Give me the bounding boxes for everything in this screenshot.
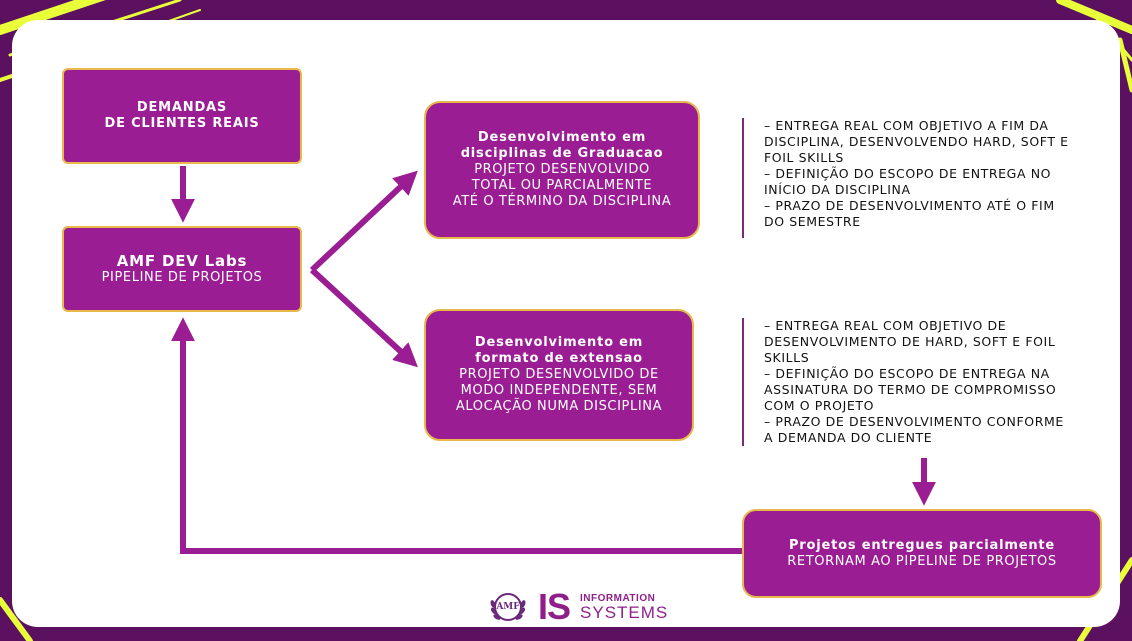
extensao-title-line2: formato de extensao [475, 351, 643, 367]
arrow-amf-to-extensao [309, 267, 418, 368]
note-line: – DEFINIÇÃO DO ESCOPO DE ENTREGA NO [764, 166, 1052, 181]
notes-divider [742, 318, 744, 446]
box-amf-dev-labs: AMF DEV Labs PIPELINE DE PROJETOS [62, 226, 302, 312]
logo-info-systems: INFORMATION SYSTEMS [580, 592, 669, 622]
logo-info-line2: SYSTEMS [580, 602, 669, 622]
amf-is-logo: AMF IS INFORMATION SYSTEMS [488, 587, 688, 627]
notes-divider [742, 118, 744, 238]
note-line: – ENTREGA REAL COM OBJETIVO DE [764, 318, 1007, 333]
demandas-title-line1: DEMANDAS [136, 100, 228, 116]
emblem-text: AMF [496, 602, 520, 612]
note-line: – ENTREGA REAL COM OBJETIVO A FIM DA [764, 118, 1049, 133]
graduacao-sub-line3: ATÉ O TÉRMINO DA DISCIPLINA [452, 193, 672, 209]
extensao-title-line1: Desenvolvimento em [474, 335, 644, 351]
notes-graduacao: – ENTREGA REAL COM OBJETIVO A FIM DA DIS… [742, 118, 1102, 238]
note-line: ASSINATURA DO TERMO DE COMPROMISSO [764, 382, 1057, 397]
notes-extensao: – ENTREGA REAL COM OBJETIVO DE DESENVOLV… [742, 318, 1102, 446]
note-line: DO SEMESTRE [764, 214, 861, 229]
note-line: – PRAZO DE DESENVOLVIMENTO CONFORME [764, 414, 1064, 429]
graduacao-sub-line2: TOTAL OU PARCIALMENTE [471, 177, 653, 193]
note-line: FOIL SKILLS [764, 150, 844, 165]
note-line: SKILLS [764, 350, 810, 365]
note-line: – DEFINIÇÃO DO ESCOPO DE ENTREGA NA [764, 366, 1050, 381]
graduacao-sub-line1: PROJETO DESENVOLVIDO [474, 162, 650, 178]
logo-info-line1: INFORMATION [580, 592, 656, 604]
extensao-sub-line1: PROJETO DESENVOLVIDO DE [459, 367, 659, 383]
note-line: DESENVOLVIMENTO DE HARD, SOFT E FOIL [764, 334, 1056, 349]
extensao-sub-line2: MODO INDEPENDENTE, SEM [460, 382, 658, 398]
laurel-emblem-icon: AMF [488, 590, 528, 624]
entregues-subtitle: RETORNAM AO PIPELINE DE PROJETOS [787, 553, 1057, 569]
amf-subtitle: PIPELINE DE PROJETOS [101, 270, 263, 286]
extensao-sub-line3: ALOCAÇÃO NUMA DISCIPLINA [455, 398, 663, 414]
note-line: A DEMANDA DO CLIENTE [764, 430, 933, 445]
arrow-entregues-to-amf [171, 317, 742, 554]
box-demandas-clientes: DEMANDAS DE CLIENTES REAIS [62, 68, 302, 164]
arrow-amf-to-graduacao [309, 170, 418, 273]
note-line: DISCIPLINA, DESENVOLVENDO HARD, SOFT E [764, 134, 1069, 149]
graduacao-title-line1: Desenvolvimento em [477, 130, 647, 146]
amf-title: AMF DEV Labs [116, 251, 248, 270]
note-line: – PRAZO DE DESENVOLVIMENTO ATÉ O FIM [764, 198, 1055, 213]
demandas-title-line2: DE CLIENTES REAIS [104, 116, 260, 131]
note-line: INÍCIO DA DISCIPLINA [764, 182, 911, 197]
box-desenvolvimento-graduacao: Desenvolvimento em disciplinas de Gradua… [424, 101, 700, 239]
box-desenvolvimento-extensao: Desenvolvimento em formato de extensao P… [424, 309, 694, 441]
graduacao-title-line2: disciplinas de Graduacao [460, 146, 664, 162]
note-line: COM O PROJETO [764, 398, 875, 413]
logo-is-text: IS [538, 586, 571, 627]
box-projetos-entregues: Projetos entregues parcialmente RETORNAM… [742, 509, 1102, 598]
entregues-title: Projetos entregues parcialmente [788, 537, 1056, 553]
